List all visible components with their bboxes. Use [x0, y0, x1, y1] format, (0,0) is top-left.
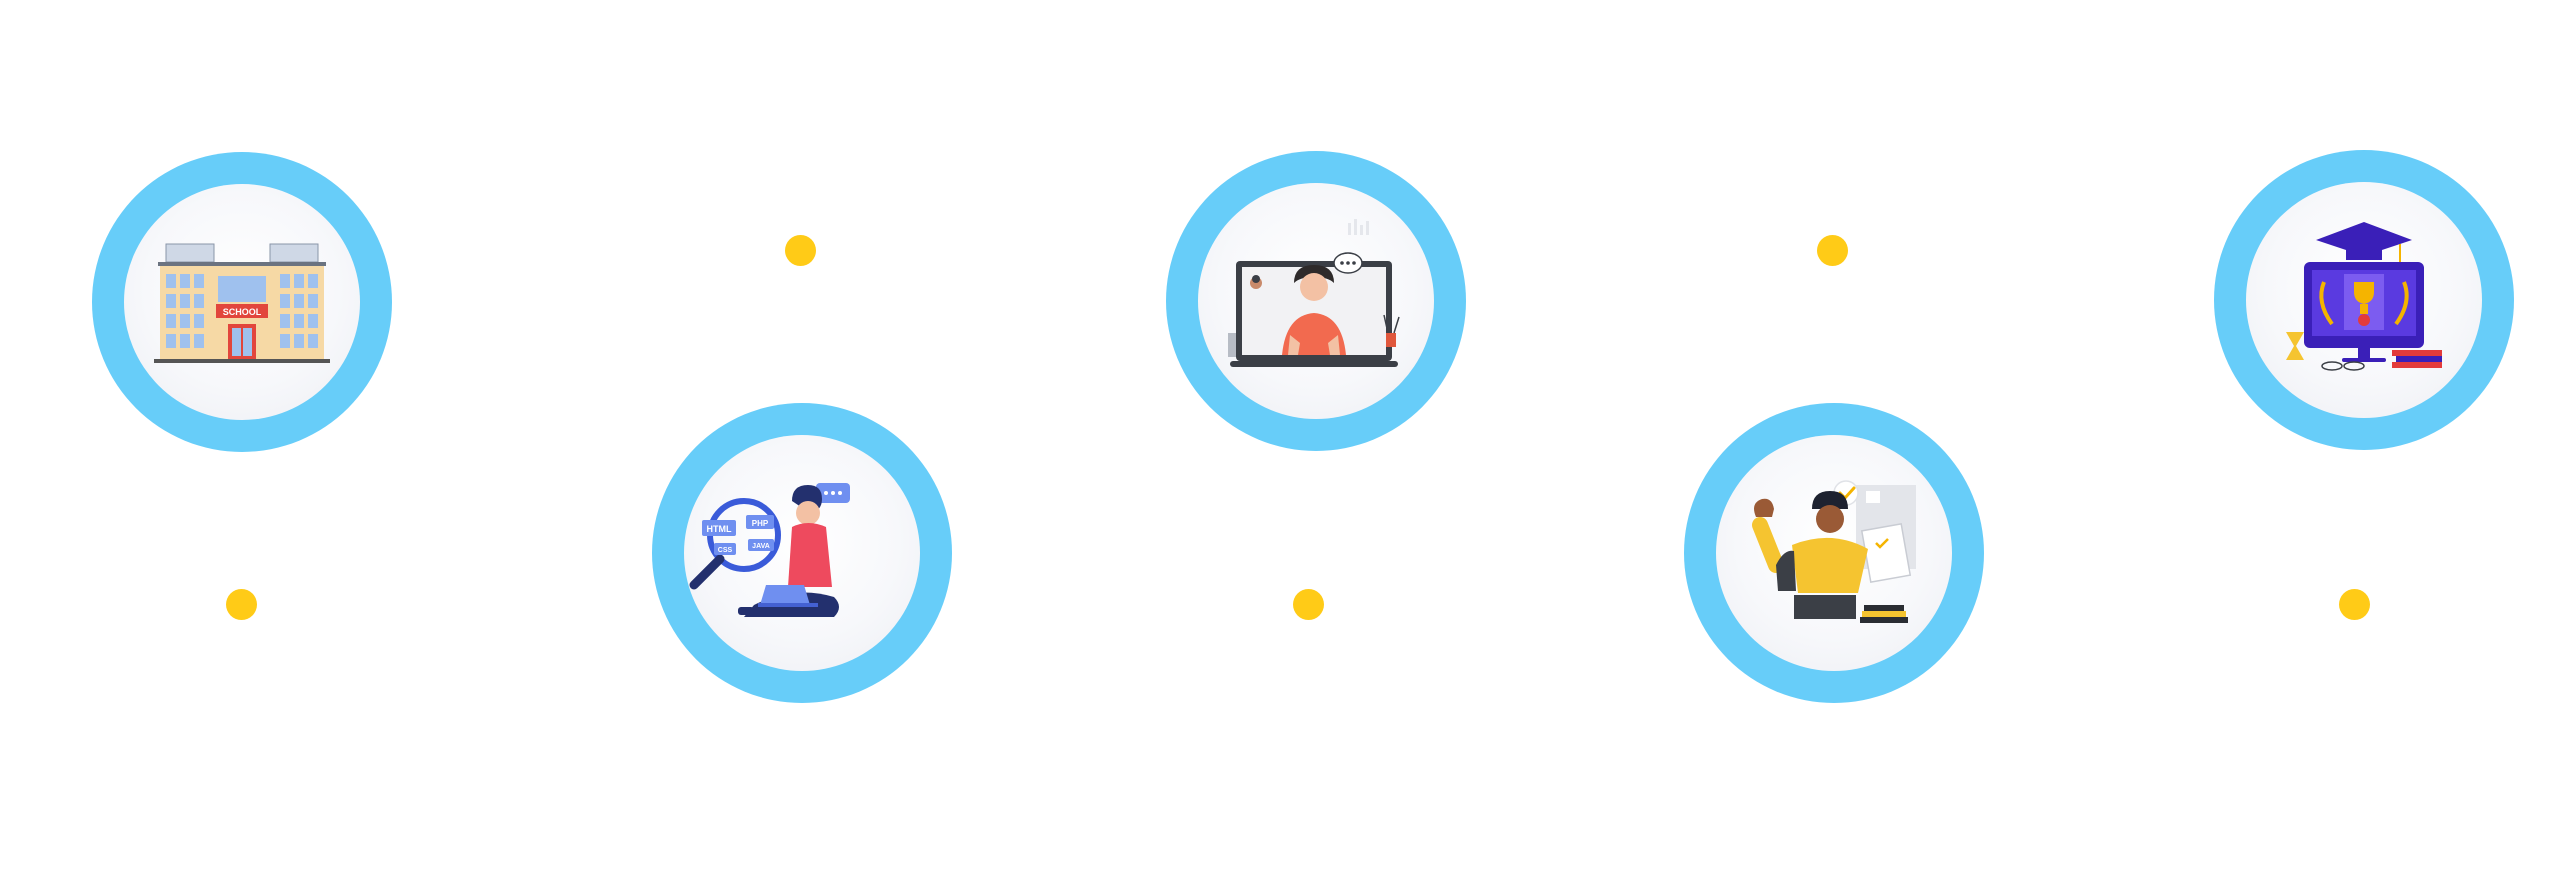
code-tag — [702, 520, 736, 536]
step-illustration-frame — [1198, 183, 1434, 419]
timeline-step-school: SCHOOL — [92, 152, 392, 452]
step-illustration-frame — [1716, 435, 1952, 671]
timeline-step-coding: HTML PHP CSS JAVA — [652, 403, 952, 703]
timeline-marker-dot — [1817, 235, 1848, 266]
online-video-lesson-icon — [1228, 219, 1400, 367]
student-coding-laptop-icon: HTML PHP CSS JAVA — [689, 483, 850, 617]
code-tag — [714, 543, 736, 555]
student-passed-exam-icon — [1752, 480, 1916, 623]
step-illustration-frame — [2246, 182, 2482, 418]
timeline-marker-dot — [2339, 589, 2370, 620]
step-illustration-frame: HTML PHP CSS JAVA — [684, 435, 920, 671]
code-tag-label: JAVA — [752, 543, 770, 550]
code-tag-label: HTML — [707, 524, 732, 534]
step-illustration-frame: SCHOOL — [124, 184, 360, 420]
school-sign — [216, 304, 268, 318]
timeline-marker-dot — [1293, 589, 1324, 620]
code-tag-label: PHP — [752, 519, 769, 528]
timeline-step-online-lesson — [1166, 151, 1466, 451]
timeline-step-graduation — [2214, 150, 2514, 450]
graduation-award-icon — [2286, 222, 2442, 371]
code-tag — [746, 515, 774, 529]
school-sign-text: SCHOOL — [223, 307, 262, 317]
timeline-marker-dot — [226, 589, 257, 620]
timeline-marker-dot — [785, 235, 816, 266]
code-tag-label: CSS — [718, 547, 733, 554]
school-building-icon: SCHOOL — [154, 243, 330, 363]
timeline-step-exam-passed — [1684, 403, 1984, 703]
code-tag — [748, 539, 774, 551]
